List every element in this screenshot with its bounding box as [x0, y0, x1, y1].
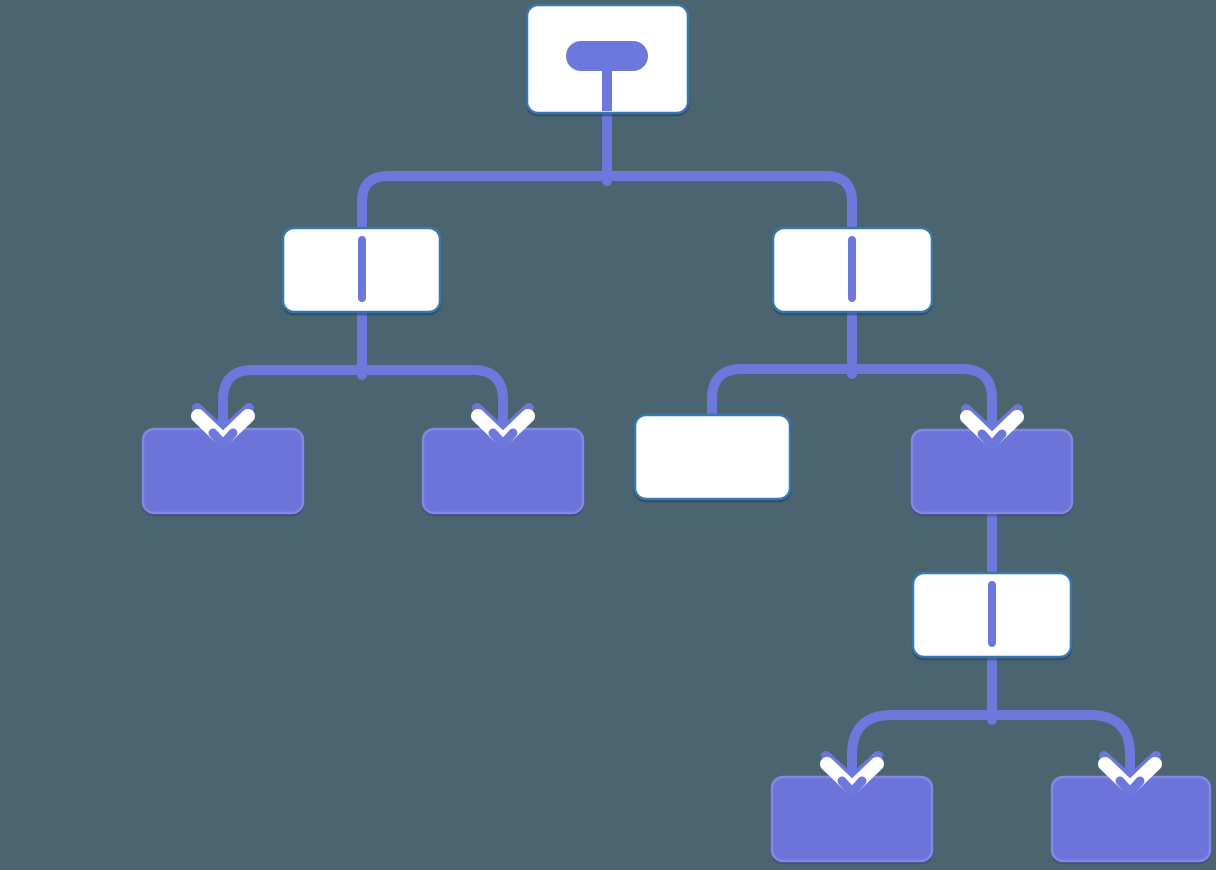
- connector-branch-right-to-children: [707, 364, 997, 439]
- root-pill-icon: [566, 41, 648, 71]
- node-branch-left[interactable]: [281, 226, 442, 314]
- chevron-arrow-icon: [471, 403, 535, 449]
- chevron-arrow-icon: [820, 751, 884, 797]
- node-root[interactable]: [525, 3, 690, 115]
- node-branch-right[interactable]: [771, 226, 934, 314]
- chevron-arrow-icon: [1098, 751, 1162, 797]
- node-branch-lower[interactable]: [911, 571, 1073, 659]
- card-node-shape[interactable]: [633, 413, 792, 501]
- connector-root-to-branches: [357, 171, 857, 233]
- connector-branch-left-to-leaves: [218, 365, 508, 438]
- chevron-arrow-icon: [191, 403, 255, 449]
- chevron-arrow-icon: [960, 404, 1024, 450]
- connector-branch-lower-to-leaves: [847, 710, 1135, 786]
- node-card-middle[interactable]: [633, 413, 792, 501]
